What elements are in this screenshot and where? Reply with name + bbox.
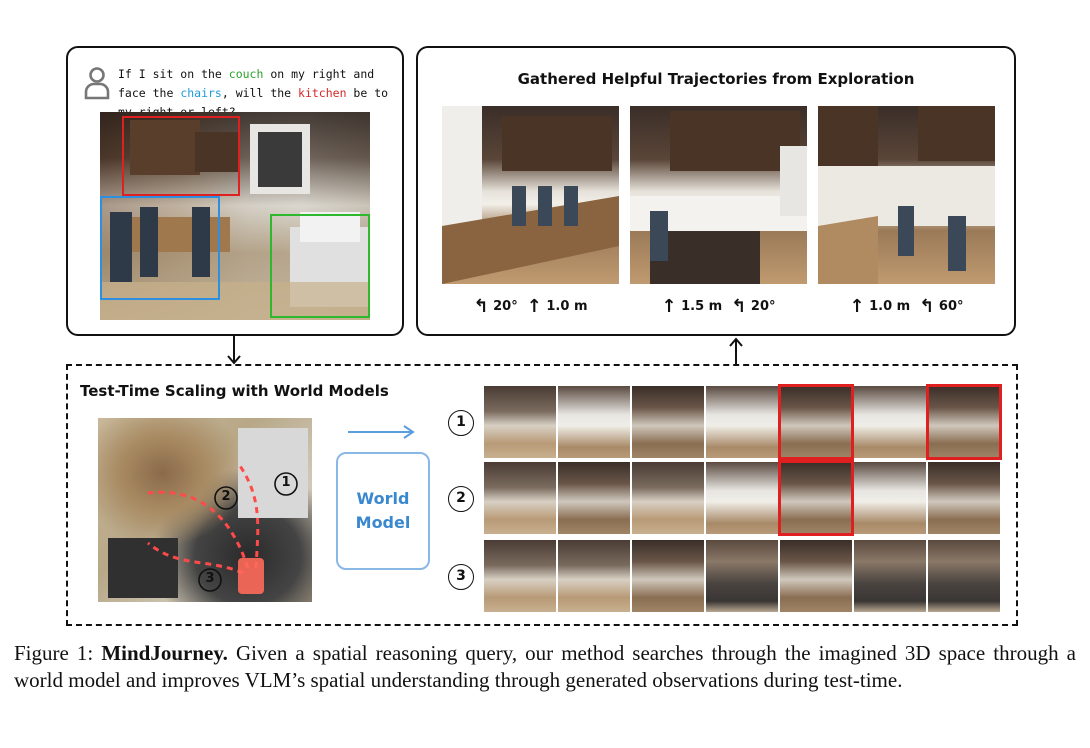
tts-title: Test-Time Scaling with World Models	[80, 382, 389, 400]
kitchen-box	[122, 116, 240, 196]
rollout-frame	[484, 462, 557, 534]
query-panel: If I sit on the couch on my right and fa…	[66, 46, 404, 336]
exploration-paths	[108, 428, 308, 598]
rollout-frame	[632, 462, 705, 534]
down-arrow-icon	[227, 336, 241, 365]
turn-left-icon: ↰	[473, 296, 489, 317]
topdown-map: 1 2 3	[98, 418, 312, 602]
user-icon	[84, 67, 110, 100]
couch-box	[270, 214, 370, 318]
caption-title: MindJourney.	[101, 641, 228, 665]
selected-frame-highlight	[778, 460, 854, 536]
row-label-3: 3	[448, 564, 474, 590]
selected-frame-highlight	[778, 384, 854, 460]
map-label-3: 3	[205, 571, 215, 586]
rollout-frame	[854, 462, 927, 534]
trajectory-illustration-2	[630, 111, 807, 284]
up-arrow-icon	[729, 337, 743, 366]
chairs-box	[100, 196, 220, 300]
rollout-frame	[484, 540, 557, 612]
trajectories-title: Gathered Helpful Trajectories from Explo…	[517, 70, 915, 88]
turn-left-icon: ↰	[919, 296, 935, 317]
rollout-frame	[780, 540, 853, 612]
rollout-frame	[632, 386, 705, 458]
trajectories-panel: Gathered Helpful Trajectories from Explo…	[416, 46, 1016, 336]
rollout-frame	[706, 386, 779, 458]
right-arrow-icon	[348, 425, 415, 439]
row-label-1: 1	[448, 410, 474, 436]
trajectory-steps-2: ↑ 1.5 m ↰ 20°	[661, 296, 776, 317]
rollout-strip-2	[484, 460, 1002, 536]
query-word-kitchen: kitchen	[298, 86, 347, 100]
rollout-frame	[854, 540, 927, 612]
rollout-frame	[928, 462, 1001, 534]
map-label-2: 2	[221, 489, 231, 504]
rollout-frame	[928, 540, 1001, 612]
rollout-frame	[558, 386, 631, 458]
rollout-strip-3	[484, 540, 1002, 612]
trajectory-illustration-1	[442, 106, 619, 284]
rollout-frame	[706, 540, 779, 612]
rollout-frame	[854, 386, 927, 458]
rollout-frame	[706, 462, 779, 534]
map-label-1: 1	[281, 475, 291, 490]
rollout-frame	[928, 386, 1001, 458]
query-word-chairs: chairs	[180, 86, 222, 100]
scene-photo	[100, 112, 370, 320]
trajectory-frame-2	[630, 106, 807, 284]
rollout-frame	[632, 540, 705, 612]
figure-caption: Figure 1: MindJourney. Given a spatial r…	[14, 641, 1076, 692]
rollout-frame	[780, 462, 853, 534]
trajectory-steps-1: ↰ 20° ↑ 1.0 m	[473, 296, 588, 317]
rollout-frame	[780, 386, 853, 458]
trajectory-steps-3: ↑ 1.0 m ↰ 60°	[849, 296, 964, 317]
trajectory-illustration-3	[818, 106, 995, 284]
scene-illustration	[100, 120, 370, 320]
trajectory-frame-1	[442, 106, 619, 284]
rollout-frame	[558, 540, 631, 612]
forward-icon: ↑	[661, 296, 677, 317]
turn-left-icon: ↰	[731, 296, 747, 317]
query-word-couch: couch	[228, 67, 264, 81]
rollout-frame	[484, 386, 557, 458]
row-label-2: 2	[448, 486, 474, 512]
trajectory-frame-3	[818, 106, 995, 284]
selected-frame-highlight	[926, 384, 1002, 460]
forward-icon: ↑	[849, 296, 865, 317]
rollout-frame	[558, 462, 631, 534]
test-time-scaling-panel: Test-Time Scaling with World Models 1 2 …	[66, 364, 1018, 626]
forward-icon: ↑	[526, 296, 542, 317]
rollout-strip-1	[484, 384, 1002, 460]
